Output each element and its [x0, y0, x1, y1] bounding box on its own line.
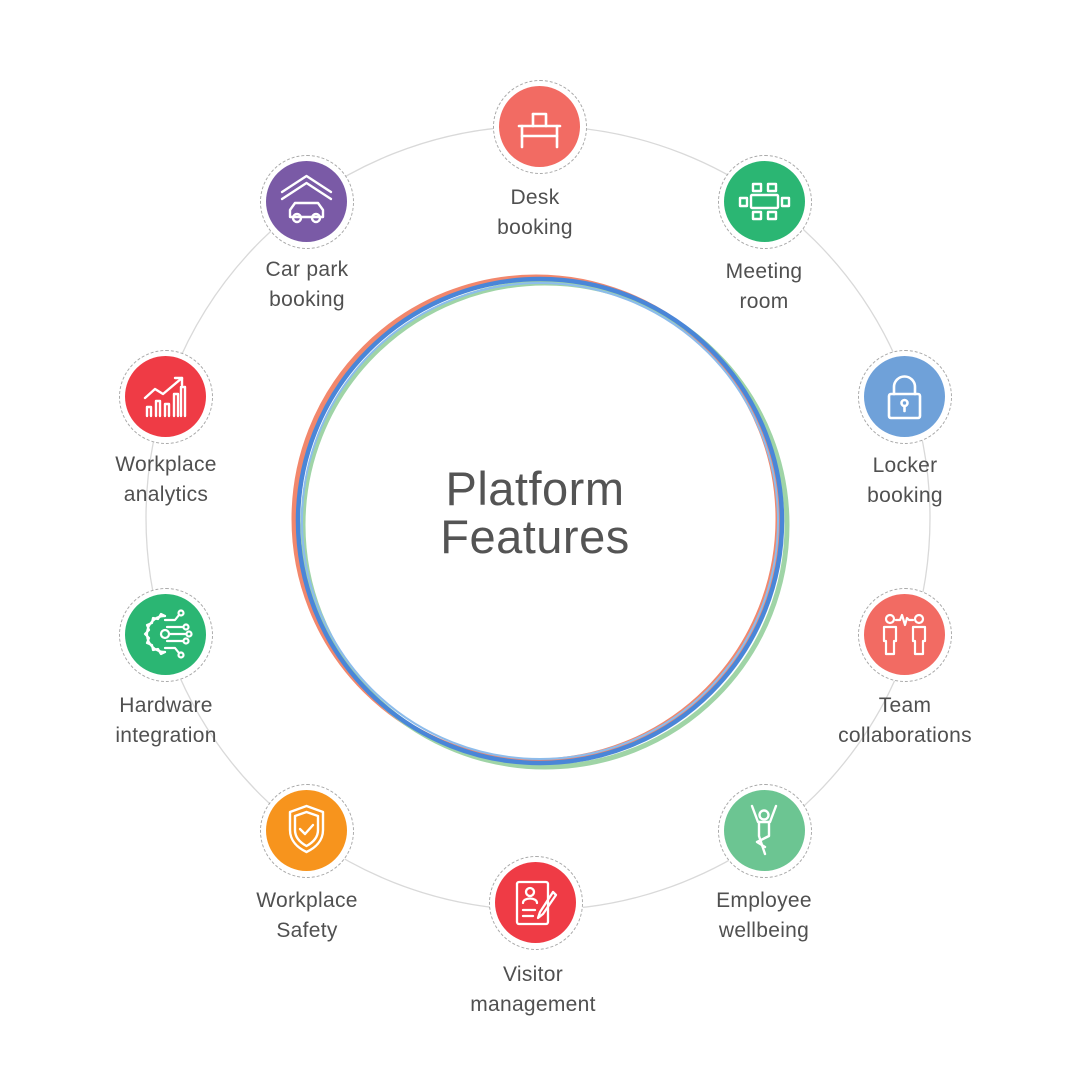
- feature-label: Car park booking: [212, 255, 402, 315]
- yoga-pose-icon: [724, 790, 805, 871]
- center-title: Platform Features: [340, 465, 730, 561]
- feature-label-line1: Workplace: [115, 453, 217, 476]
- feature-label: Team collaborations: [810, 691, 1000, 751]
- feature-label-line1: Employee: [716, 889, 812, 912]
- feature-label: Employee wellbeing: [669, 886, 859, 946]
- feature-label-line1: Car park: [265, 258, 349, 281]
- feature-label: Visitor management: [438, 960, 628, 1020]
- desk-icon: [499, 86, 580, 167]
- feature-label-line2: room: [739, 290, 789, 313]
- feature-label-line2: collaborations: [838, 724, 972, 747]
- hardware-icon-badge: [119, 588, 213, 682]
- visitor-form-icon: [495, 862, 576, 943]
- feature-label-line2: booking: [867, 484, 943, 507]
- visitor-icon-badge: [489, 856, 583, 950]
- car-park-icon-badge: [260, 155, 354, 249]
- lock-icon: [864, 356, 945, 437]
- growth-chart-icon: [125, 356, 206, 437]
- feature-label-line1: Desk: [510, 186, 560, 209]
- feature-label-line2: analytics: [123, 483, 209, 506]
- feature-label: Workplace analytics: [71, 450, 261, 510]
- feature-label-line1: Meeting: [725, 260, 803, 283]
- feature-label: Meeting room: [669, 257, 859, 317]
- center-title-line1: Platform: [445, 462, 625, 515]
- feature-label-line2: integration: [115, 724, 217, 747]
- feature-label-line1: Hardware: [119, 694, 213, 717]
- car-parking-icon: [266, 161, 347, 242]
- team-collaboration-icon: [864, 594, 945, 675]
- feature-label-line2: management: [470, 993, 596, 1016]
- feature-label-line2: booking: [497, 216, 573, 239]
- safety-icon-badge: [260, 784, 354, 878]
- feature-label-line2: Safety: [276, 919, 338, 942]
- feature-label-line1: Locker: [872, 454, 938, 477]
- team-icon-badge: [858, 588, 952, 682]
- meeting-icon-badge: [718, 155, 812, 249]
- shield-check-icon: [266, 790, 347, 871]
- analytics-icon-badge: [119, 350, 213, 444]
- feature-label-line1: Team: [878, 694, 932, 717]
- center-title-line2: Features: [440, 510, 630, 563]
- feature-label: Hardware integration: [71, 691, 261, 751]
- feature-label-line1: Workplace: [256, 889, 358, 912]
- meeting-table-icon: [724, 161, 805, 242]
- desk-icon-badge: [493, 80, 587, 174]
- circuit-gear-icon: [125, 594, 206, 675]
- feature-label: Workplace Safety: [212, 886, 402, 946]
- center-ring: [291, 274, 790, 770]
- wellbeing-icon-badge: [718, 784, 812, 878]
- feature-label-line2: wellbeing: [718, 919, 810, 942]
- feature-label-line2: booking: [269, 288, 345, 311]
- feature-label: Locker booking: [810, 451, 1000, 511]
- feature-label-line1: Visitor: [502, 963, 564, 986]
- feature-label: Desk booking: [440, 183, 630, 243]
- locker-icon-badge: [858, 350, 952, 444]
